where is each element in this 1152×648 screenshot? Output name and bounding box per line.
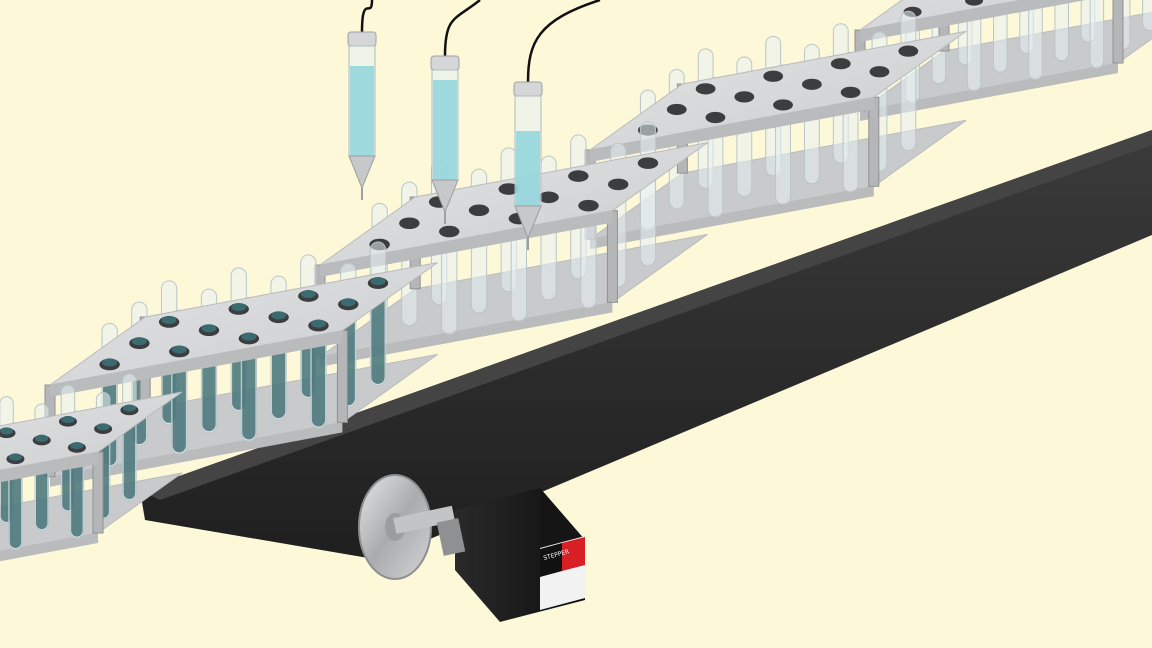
- rack-top-edge: [320, 210, 613, 277]
- rack-bottom-plate: [0, 472, 183, 552]
- rack-hole: [763, 70, 784, 82]
- tube-liquid: [123, 414, 136, 500]
- tube-top-liquid: [0, 427, 14, 435]
- tube-top-liquid: [35, 434, 49, 442]
- tube-liquid: [9, 463, 22, 548]
- tube-top-liquid: [271, 311, 287, 320]
- tube-rack: [0, 373, 183, 562]
- tube-top-liquid: [201, 324, 217, 333]
- rack-hole: [538, 191, 559, 204]
- tube-top-liquid: [8, 453, 23, 461]
- tube-top-liquid: [310, 319, 326, 328]
- rack-hole: [840, 86, 861, 98]
- tube-top-liquid: [61, 415, 75, 424]
- dispenser-cable: [443, 0, 481, 57]
- rack-hole: [439, 225, 460, 238]
- rack-top-edge: [860, 0, 1086, 42]
- liquid-dispenser: [513, 0, 601, 250]
- rack-bottom-edge: [320, 302, 613, 367]
- rack-top-edge: [0, 452, 98, 483]
- tube-top-liquid: [102, 358, 118, 367]
- rack-leg: [336, 330, 348, 423]
- rack-hole: [898, 45, 919, 57]
- tube-rack: [584, 10, 967, 250]
- rack-bottom-edge: [860, 63, 1118, 121]
- rack-hole: [734, 91, 755, 103]
- rack-hole: [498, 183, 519, 195]
- dispenser-cap: [347, 31, 377, 47]
- conveyor-belt: [140, 130, 1152, 560]
- dispenser-liquid: [433, 80, 457, 180]
- test-tube: [1028, 0, 1043, 80]
- tube-top-liquid: [171, 345, 187, 354]
- dispenser-liquid: [350, 66, 374, 156]
- rack-bottom-edge: [0, 533, 98, 562]
- tube-top-liquid: [96, 423, 110, 431]
- tube-top-liquid: [131, 337, 147, 346]
- rack-hole: [773, 99, 793, 111]
- tube-liquid: [242, 343, 256, 440]
- tube-liquid: [311, 330, 326, 427]
- conveyor-roller: [358, 474, 456, 580]
- dispenser-cable: [360, 0, 374, 33]
- tube-liquid: [371, 287, 385, 384]
- test-tube: [1089, 0, 1105, 69]
- test-tube: [639, 121, 657, 267]
- tube-top-liquid: [340, 298, 356, 307]
- dispenser-tip: [514, 205, 542, 240]
- tube-racks: [0, 0, 1152, 562]
- dispensers: [347, 0, 601, 250]
- dispenser-cap: [430, 55, 460, 71]
- rack-hole: [965, 0, 984, 6]
- rack-leg: [1112, 0, 1124, 64]
- rack-hole: [695, 83, 716, 95]
- dispenser-cable: [526, 0, 601, 83]
- rack-hole: [801, 78, 822, 90]
- rack-leg: [606, 210, 618, 303]
- stepper-motor: STEPPER: [436, 488, 585, 622]
- rack-top-edge: [590, 97, 874, 162]
- tube-liquid: [71, 451, 83, 537]
- rack-hole: [468, 204, 490, 217]
- rack-hole: [869, 66, 890, 78]
- rack-leg: [868, 96, 880, 187]
- tube-top-liquid: [70, 442, 84, 450]
- liquid-dispenser: [430, 0, 481, 224]
- rack-hole: [568, 170, 589, 182]
- dispenser-cap: [513, 81, 543, 97]
- motor-label: STEPPER: [540, 536, 585, 610]
- rack-hole: [637, 157, 659, 169]
- rack-hole: [608, 178, 629, 191]
- dispenser-tip: [348, 155, 376, 190]
- tube-top-liquid: [161, 315, 177, 325]
- test-tube: [900, 10, 917, 152]
- tube-top-liquid: [231, 302, 247, 312]
- tube-top-liquid: [300, 289, 316, 299]
- tube-top-liquid: [370, 277, 386, 286]
- tube-liquid: [172, 356, 186, 453]
- rack-hole: [399, 217, 420, 230]
- tube-top-liquid: [122, 404, 136, 412]
- rack-hole: [705, 111, 726, 124]
- test-tube: [1054, 0, 1069, 62]
- tube-top-liquid: [241, 332, 257, 341]
- dispenser-tip: [431, 179, 459, 214]
- dispenser-liquid: [516, 131, 540, 206]
- rack-hole: [578, 199, 599, 212]
- rack-hole: [666, 103, 687, 116]
- tube-rack: [314, 121, 708, 367]
- test-tube: [966, 0, 982, 92]
- rack-hole: [830, 58, 851, 70]
- test-tube: [1142, 0, 1152, 32]
- liquid-dispenser: [347, 0, 377, 200]
- rack-bottom-edge: [590, 186, 874, 250]
